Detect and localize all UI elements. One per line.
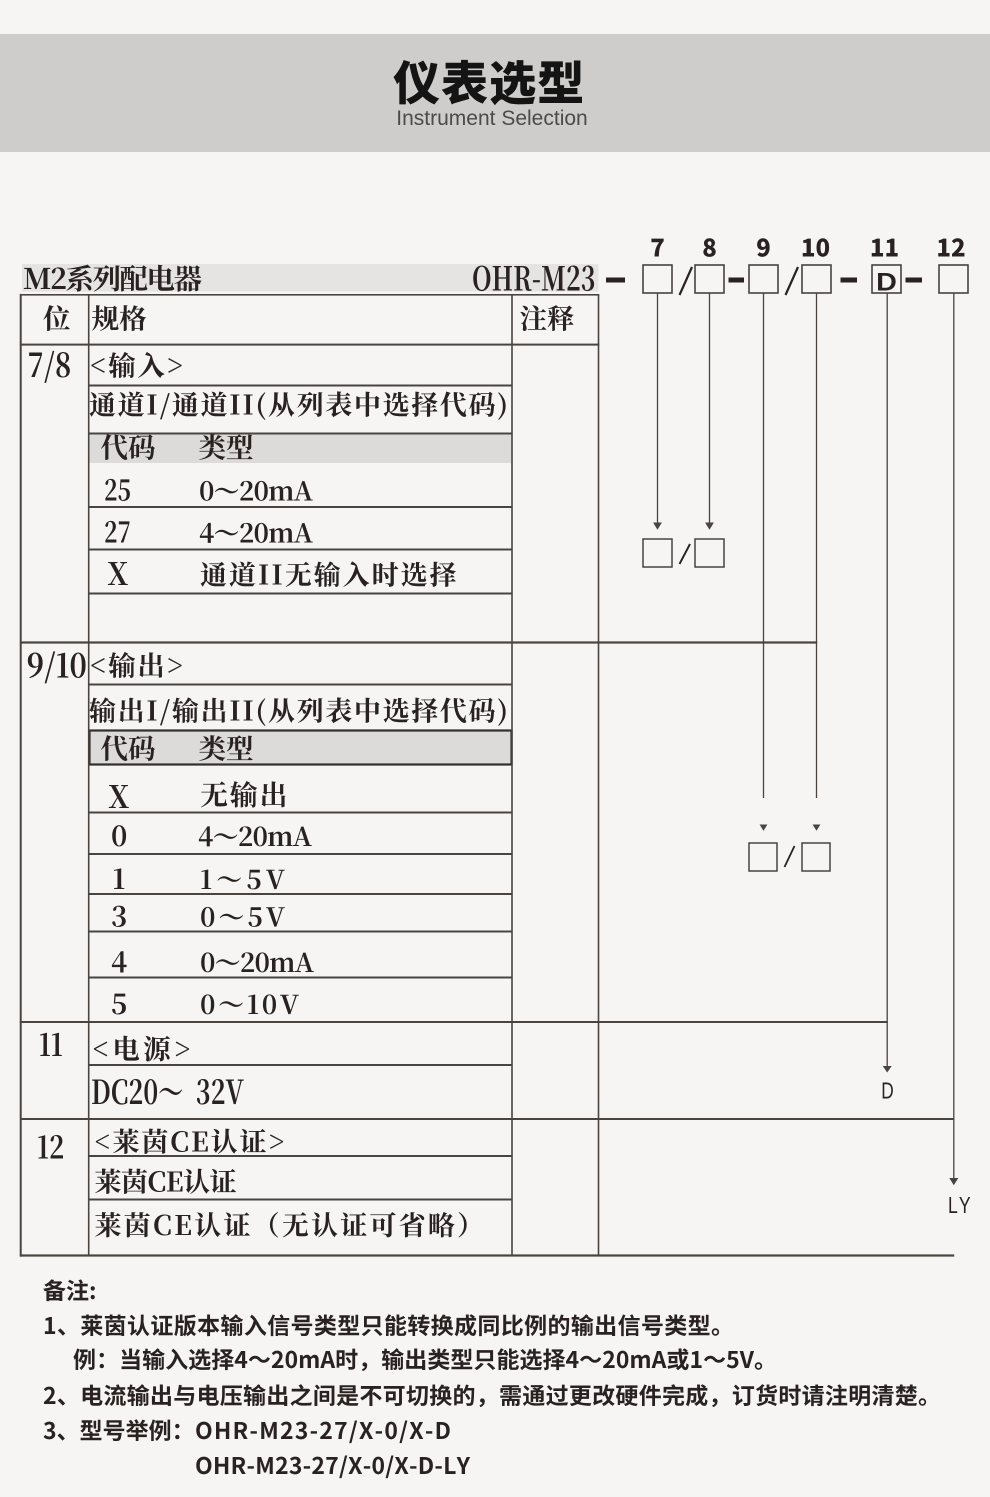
svg-text:Instrument Selection: Instrument Selection <box>396 107 587 130</box>
svg-text:LY: LY <box>948 1193 973 1219</box>
svg-text:D: D <box>881 1079 893 1104</box>
svg-text:D: D <box>876 268 897 296</box>
